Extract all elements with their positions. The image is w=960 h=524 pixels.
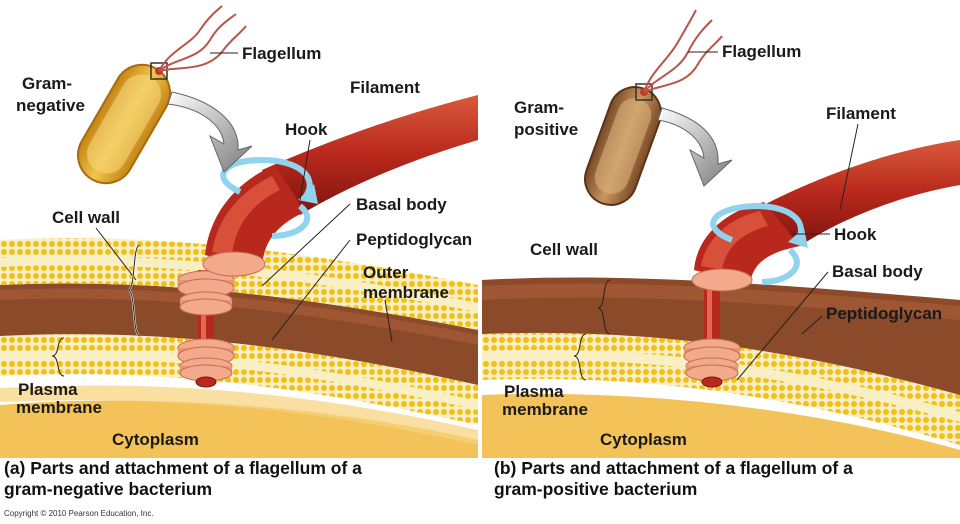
label-cell-wall: Cell wall [530, 240, 599, 259]
panel-gram-negative: Gram- negative Flagellum Filament Hook B… [0, 0, 478, 458]
filament-and-hook [691, 140, 960, 292]
filament-shape [764, 140, 960, 246]
label-cytoplasm: Cytoplasm [112, 430, 199, 449]
caption-b: (b) Parts and attachment of a flagellum … [494, 458, 853, 500]
gram-negative-cell [77, 62, 171, 185]
label-peptidoglycan: Peptidoglycan [356, 230, 473, 249]
panel-gram-positive: Gram- positive Flagellum Filament Hook B… [482, 0, 960, 458]
flagellum-wiggle [158, 5, 247, 72]
label-peptidoglycan: Peptidoglycan [826, 304, 943, 323]
caption-a-tag: (a) [4, 458, 26, 478]
leader-lines-a [95, 52, 393, 343]
label-filament: Filament [350, 78, 420, 97]
label-flagellum: Flagellum [722, 42, 802, 61]
plasma-membrane-bracket [573, 333, 587, 381]
caption-b-line2: gram-positive bacterium [494, 479, 698, 499]
label-basal-body: Basal body [356, 195, 447, 214]
label-gram-type-line1: Gram- [514, 98, 565, 117]
label-gram-type-line2: positive [514, 120, 579, 139]
rotation-arrow [220, 156, 318, 239]
zoom-arrow [167, 91, 253, 173]
label-gram-type-line1: Gram- [22, 74, 73, 93]
label-outer-membrane-line1: Outer [363, 263, 409, 282]
label-plasma-membrane-line2: membrane [502, 400, 588, 419]
copyright-notice: Copyright © 2010 Pearson Education, Inc. [4, 509, 154, 518]
gram-positive-cell [584, 83, 662, 206]
flagellum-wiggle [643, 9, 723, 93]
leader-lines-b [688, 51, 859, 381]
cytoplasm-region [482, 393, 960, 458]
gram-positive-scene [482, 0, 960, 458]
label-outer-membrane-line2: membrane [363, 283, 449, 302]
cytoplasm-region [0, 400, 478, 458]
label-plasma-membrane-line1: Plasma [504, 382, 564, 401]
rotation-arrow [710, 202, 808, 285]
label-flagellum: Flagellum [242, 44, 322, 63]
filament-shape [262, 95, 478, 215]
label-plasma-membrane-line2: membrane [16, 398, 102, 417]
label-cell-wall: Cell wall [52, 208, 121, 227]
caption-b-tag: (b) [494, 458, 517, 478]
label-hook: Hook [834, 225, 877, 244]
filament-and-hook [202, 95, 478, 277]
caption-a-line2: gram-negative bacterium [4, 479, 213, 499]
label-hook: Hook [285, 120, 328, 139]
caption-a-line1: Parts and attachment of a flagellum of a [30, 458, 362, 478]
label-filament: Filament [826, 104, 896, 123]
label-plasma-membrane-line1: Plasma [18, 380, 78, 399]
gram-negative-scene [0, 0, 478, 458]
peptidoglycan-band [0, 283, 478, 385]
basal-body [177, 270, 235, 388]
label-basal-body: Basal body [832, 262, 923, 281]
basal-body [683, 280, 741, 388]
caption-b-line1: Parts and attachment of a flagellum of a [521, 458, 853, 478]
caption-a: (a) Parts and attachment of a flagellum … [4, 458, 362, 500]
plasma-membrane-bracket [51, 337, 65, 377]
cell-wall-bracket [597, 279, 611, 335]
label-cytoplasm: Cytoplasm [600, 430, 687, 449]
label-gram-type-line2: negative [16, 96, 85, 115]
zoom-arrow [657, 107, 733, 187]
